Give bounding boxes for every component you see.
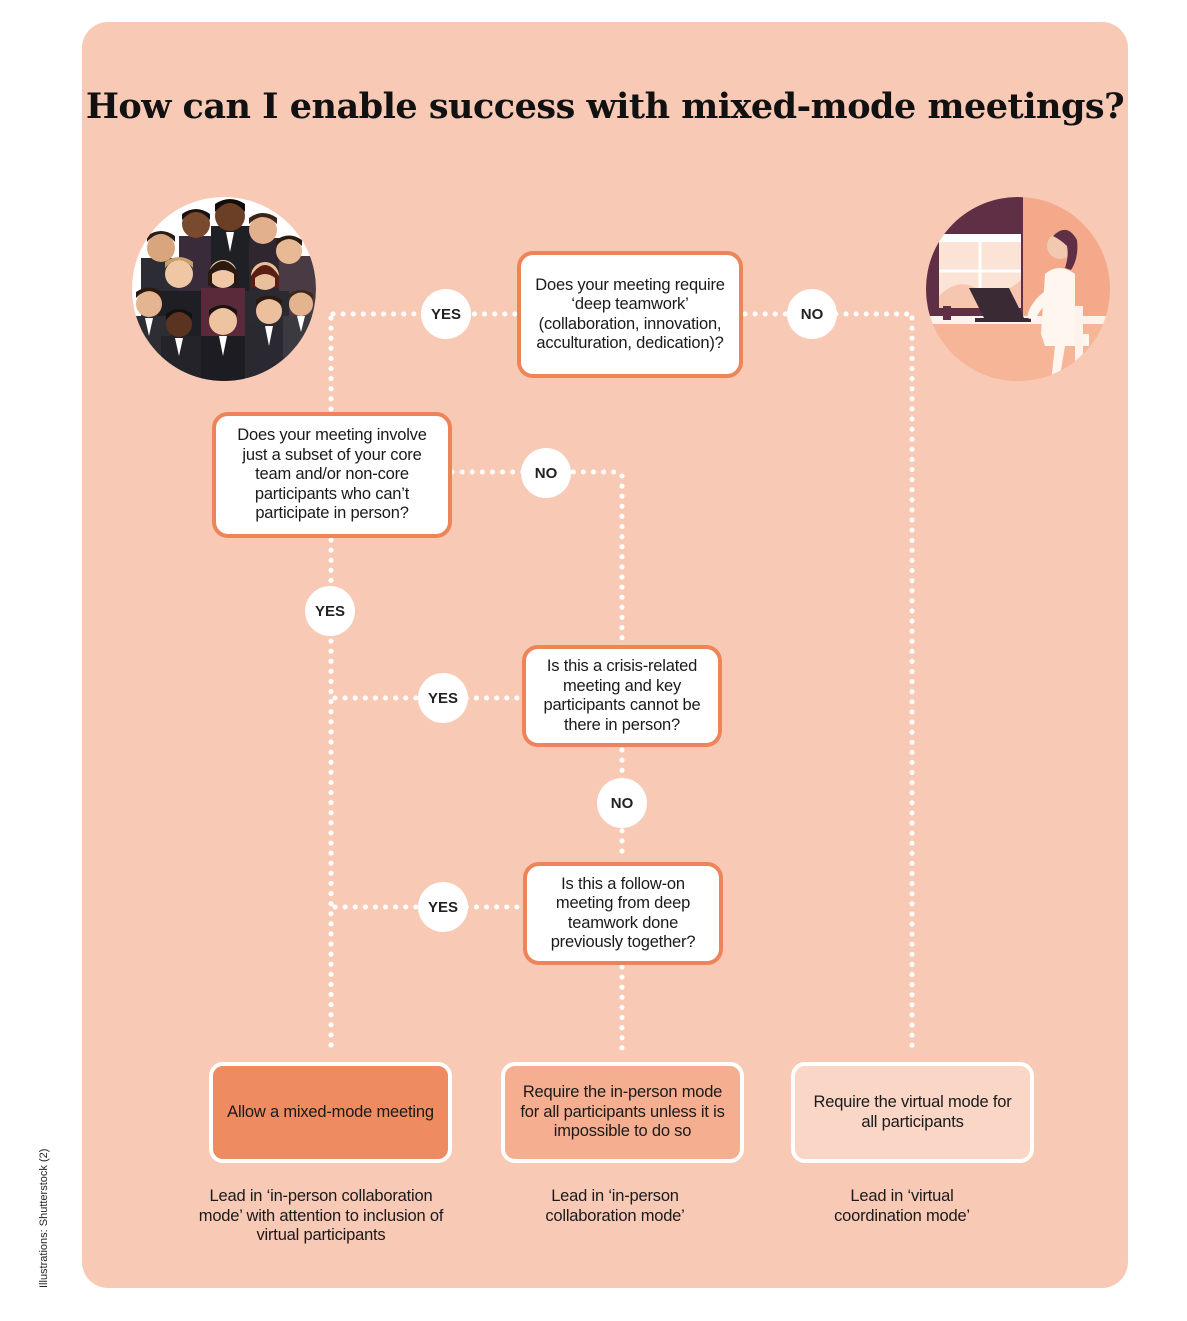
caption-virtual-mode: Lead in ‘virtual coordination mode’	[834, 1187, 970, 1225]
question-follow-on: Is this a follow-on meeting from deep te…	[523, 862, 723, 965]
caption-mixed-mode: Lead in ‘in-person collaboration mode’ w…	[198, 1187, 444, 1244]
question-crisis-related: Is this a crisis-related meeting and key…	[522, 645, 722, 747]
answer-q3-yes: YES	[418, 673, 468, 723]
outcome-virtual-mode: Require the virtual mode for all partici…	[791, 1062, 1034, 1163]
answer-q2-no: NO	[521, 448, 571, 498]
outcome-in-person-mode: Require the in-person mode for all parti…	[501, 1062, 744, 1163]
page-title: How can I enable success with mixed-mode…	[85, 86, 1125, 127]
caption-in-person-mode: Lead in ‘in-person collaboration mode’	[545, 1187, 685, 1225]
answer-q2-yes: YES	[305, 586, 355, 636]
question-subset-of-team: Does your meeting involve just a subset …	[212, 412, 452, 538]
person-working-at-laptop-illustration	[926, 197, 1110, 381]
answer-q3-no: NO	[597, 778, 647, 828]
answer-q1-yes: YES	[421, 289, 471, 339]
question-deep-teamwork: Does your meeting require ‘deep teamwork…	[517, 251, 743, 378]
answer-q4-yes: YES	[418, 882, 468, 932]
illustration-credit: Illustrations: Shutterstock (2)	[38, 1148, 50, 1288]
group-of-people-illustration	[132, 197, 316, 381]
answer-q1-no: NO	[787, 289, 837, 339]
outcome-mixed-mode: Allow a mixed-mode meeting	[209, 1062, 452, 1163]
